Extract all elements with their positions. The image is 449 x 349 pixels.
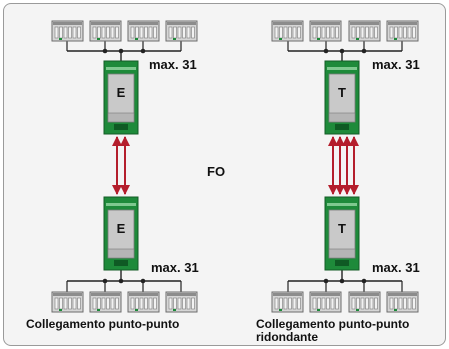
junction-right-bottom-1 <box>323 278 329 284</box>
junction-left-bottom-1 <box>102 278 108 284</box>
right-bottom-count-label: max. 31 <box>372 260 420 275</box>
junction-right-bottom-2 <box>361 278 367 284</box>
junction-left-top-2 <box>140 48 146 54</box>
device-left-top-3 <box>127 20 160 42</box>
converter-left-bottom-letter: E <box>117 221 126 236</box>
device-left-top-1 <box>51 20 84 42</box>
left-bottom-count-label: max. 31 <box>151 260 199 275</box>
junction-right-top-1 <box>323 48 329 54</box>
converter-right-top: T <box>324 60 360 135</box>
device-left-bottom-3 <box>127 291 160 313</box>
device-right-top-1 <box>271 20 304 42</box>
diagram-frame <box>3 3 446 346</box>
device-right-bottom-1 <box>271 291 304 313</box>
converter-left-top: E <box>103 60 139 135</box>
device-left-top-4 <box>165 20 198 42</box>
converter-right-top-letter: T <box>338 85 346 100</box>
fiber-optic-label: FO <box>207 164 225 179</box>
device-left-bottom-1 <box>51 291 84 313</box>
junction-right-top-2 <box>361 48 367 54</box>
device-right-top-4 <box>386 20 419 42</box>
device-right-bottom-3 <box>348 291 381 313</box>
junction-left-top-1 <box>102 48 108 54</box>
right-caption-line1: Collegamento punto-punto <box>256 317 409 331</box>
device-right-bottom-4 <box>386 291 419 313</box>
device-left-bottom-4 <box>165 291 198 313</box>
right-caption-line2: ridondante <box>256 330 318 344</box>
device-right-top-2 <box>309 20 342 42</box>
device-right-bottom-2 <box>309 291 342 313</box>
device-left-top-2 <box>89 20 122 42</box>
left-caption: Collegamento punto-punto <box>26 317 179 331</box>
device-left-bottom-2 <box>89 291 122 313</box>
converter-modules: E E T T <box>103 60 360 271</box>
converter-left-top-letter: E <box>117 85 126 100</box>
left-top-count-label: max. 31 <box>149 57 197 72</box>
bus-lines <box>66 41 403 292</box>
right-top-count-label: max. 31 <box>372 57 420 72</box>
converter-left-bottom: E <box>103 196 139 271</box>
device-groups <box>51 20 419 313</box>
device-right-top-3 <box>348 20 381 42</box>
junction-left-bottom-2 <box>140 278 146 284</box>
converter-right-bottom: T <box>324 196 360 271</box>
converter-right-bottom-letter: T <box>338 221 346 236</box>
fiber-links <box>112 136 359 195</box>
